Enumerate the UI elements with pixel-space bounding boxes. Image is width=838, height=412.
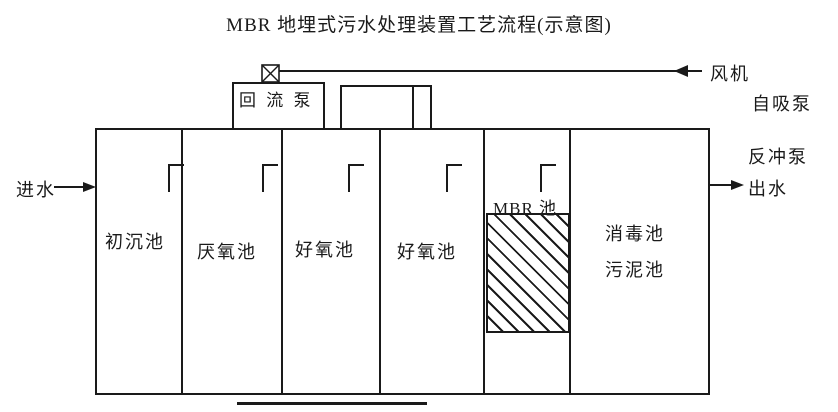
compartment-label-sludge: 污泥池	[605, 260, 665, 280]
top-equipment-box	[340, 85, 414, 128]
self-priming-pump-label: 自吸泵	[752, 94, 812, 114]
mbr-membrane-hatch-icon	[486, 213, 570, 333]
weir-icon	[446, 164, 462, 166]
compartment-divider	[379, 128, 381, 395]
compartment-label-primary-sedimentation: 初沉池	[105, 232, 165, 252]
weir-icon	[168, 164, 170, 192]
weir-icon	[540, 164, 556, 166]
weir-icon	[348, 164, 364, 166]
compartment-label-anaerobic: 厌氧池	[197, 242, 257, 262]
compartment-label-disinfection: 消毒池	[605, 224, 665, 244]
air-drop-pipe	[430, 85, 432, 128]
fan-label: 风机	[710, 64, 750, 84]
compartment-label-aerobic-2: 好氧池	[397, 242, 457, 262]
base-line	[237, 402, 427, 405]
weir-icon	[262, 164, 278, 166]
outlet-label: 出水	[748, 179, 788, 199]
weir-icon	[446, 164, 448, 192]
weir-icon	[540, 164, 542, 192]
inlet-pipe	[54, 186, 86, 188]
valve-icon	[261, 64, 280, 83]
inlet-arrow-right-icon	[83, 182, 96, 192]
backwash-pump-label: 反冲泵	[748, 147, 808, 167]
compartment-divider	[483, 128, 485, 395]
inlet-label: 进水	[16, 180, 56, 200]
compartment-divider	[569, 128, 571, 395]
main-tank-outline	[95, 128, 710, 395]
weir-icon	[262, 164, 264, 192]
diagram-title: MBR 地埋式污水处理装置工艺流程(示意图)	[226, 15, 612, 36]
outlet-arrow-right-icon	[731, 180, 744, 190]
weir-icon	[168, 164, 184, 166]
fan-air-pipe	[279, 70, 702, 72]
compartment-divider	[181, 128, 183, 395]
air-branch-pipe	[413, 85, 432, 87]
fan-arrow-left-icon	[674, 65, 688, 77]
outlet-pipe	[710, 184, 735, 186]
reflux-pump-label: 回 流 泵	[239, 91, 314, 110]
compartment-label-aerobic-1: 好氧池	[295, 240, 355, 260]
compartment-divider	[281, 128, 283, 395]
reflux-pump-box	[232, 82, 325, 128]
weir-icon	[348, 164, 350, 192]
